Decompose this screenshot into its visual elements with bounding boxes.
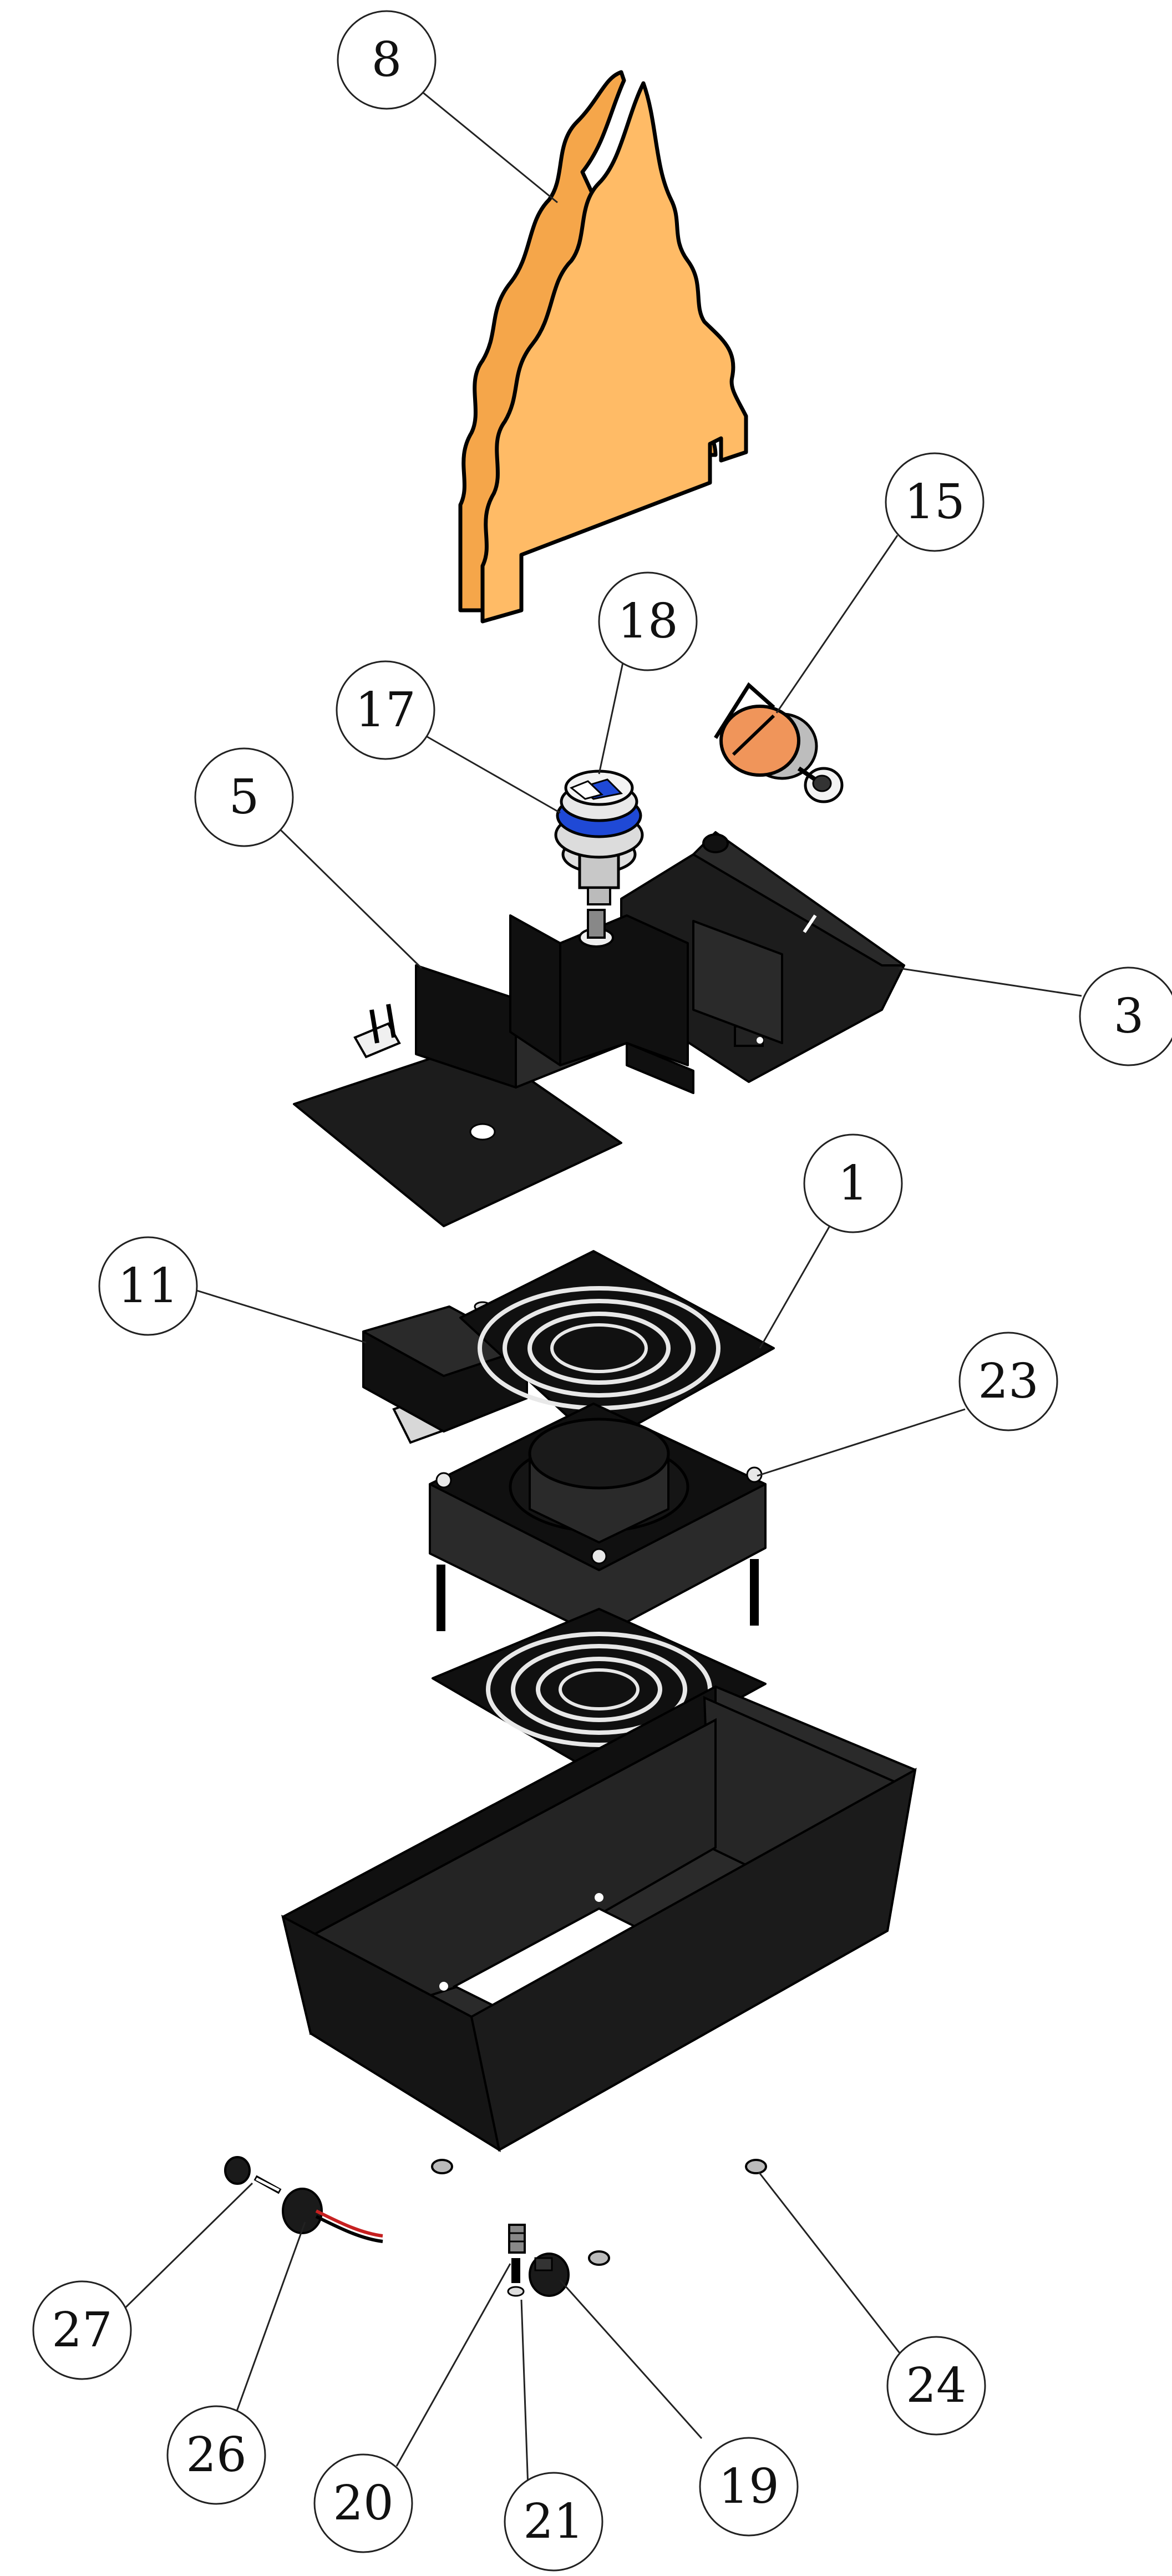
fan-housing bbox=[429, 1403, 767, 1656]
balloon-24-label: 24 bbox=[906, 2358, 966, 2413]
balloon-23-label: 23 bbox=[978, 1354, 1038, 1409]
part-8-flame-panel bbox=[458, 70, 748, 624]
small-hardware bbox=[224, 2156, 767, 2297]
balloon-26: 26 bbox=[166, 2405, 266, 2505]
balloon-3: 3 bbox=[1079, 966, 1172, 1066]
leader-lines bbox=[115, 85, 1082, 2489]
balloon-5: 5 bbox=[194, 747, 294, 847]
balloon-19: 19 bbox=[699, 2437, 799, 2537]
balloon-17: 17 bbox=[336, 660, 435, 760]
balloon-8-label: 8 bbox=[372, 32, 402, 88]
balloon-19-label: 19 bbox=[718, 2459, 779, 2514]
flame-front-face bbox=[480, 81, 748, 624]
part-11-switch-box bbox=[362, 1301, 528, 1444]
balloon-8: 8 bbox=[337, 10, 437, 110]
balloon-15-label: 15 bbox=[904, 474, 965, 530]
balloon-27-label: 27 bbox=[52, 2302, 112, 2358]
part-18-17-valve-assembly bbox=[554, 770, 644, 905]
balloon-18: 18 bbox=[598, 571, 698, 671]
balloon-26-label: 26 bbox=[186, 2427, 246, 2483]
balloon-23: 23 bbox=[958, 1332, 1058, 1431]
balloon-5-label: 5 bbox=[229, 770, 260, 825]
main-enclosure bbox=[281, 1686, 917, 2153]
balloon-11: 11 bbox=[98, 1236, 198, 1336]
balloon-21: 21 bbox=[504, 2472, 603, 2572]
balloon-1: 1 bbox=[803, 1133, 903, 1233]
balloon-17-label: 17 bbox=[355, 682, 415, 738]
part-5-left-tray bbox=[293, 909, 783, 1227]
balloon-3-label: 3 bbox=[1114, 989, 1144, 1044]
balloon-21-label: 21 bbox=[523, 2494, 584, 2549]
balloon-11-label: 11 bbox=[118, 1258, 178, 1314]
balloon-24: 24 bbox=[886, 2336, 986, 2436]
balloon-27: 27 bbox=[32, 2280, 132, 2380]
part-15-control-knob bbox=[714, 682, 844, 803]
balloon-20-label: 20 bbox=[333, 2476, 393, 2531]
balloon-20: 20 bbox=[313, 2453, 413, 2553]
balloon-15: 15 bbox=[885, 452, 985, 552]
balloon-1-label: 1 bbox=[838, 1156, 869, 1211]
balloon-18-label: 18 bbox=[617, 594, 678, 649]
